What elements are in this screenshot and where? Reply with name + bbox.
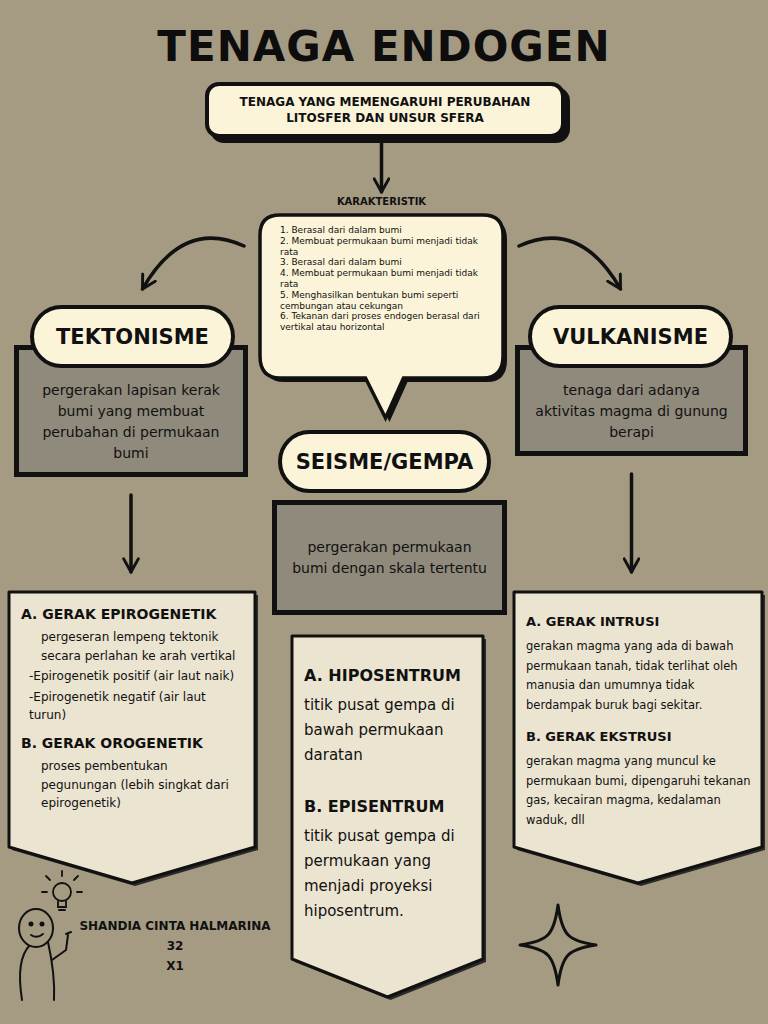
node-text: 6. Tekanan dari proses endogen berasal d… <box>280 311 485 333</box>
node-heading: A. HIPOSENTRUM <box>304 666 473 685</box>
arrow-connector <box>519 238 621 289</box>
node-text: titik pusat gempa di permukaan yang menj… <box>304 824 473 923</box>
node-heading: TEKTONISME <box>56 325 209 349</box>
node-heading: A. GERAK INTRUSI <box>526 614 752 629</box>
pentagon-shape <box>9 592 255 883</box>
node-text: 5. Menghasilkan bentukan bumi seperti ce… <box>280 290 485 312</box>
node-text: 4. Membuat permukaan bumi menjadi tidak … <box>280 268 485 290</box>
speech-bubble: KARAKTERISTIK 1. Berasal dari dalam bumi2… <box>258 196 505 378</box>
node-heading: VULKANISME <box>553 325 708 349</box>
author-label: 32 <box>75 939 275 953</box>
node-text: gerakan magma yang ada di bawah permukaa… <box>526 637 752 715</box>
detail-pentagon: A. HIPOSENTRUM titik pusat gempa di bawah… <box>290 634 485 999</box>
arrow-connector <box>129 495 133 572</box>
node-text: pergeseran lempeng tektonik secara perla… <box>21 628 245 665</box>
node-text: 3. Berasal dari dalam bumi <box>280 257 485 268</box>
bubble-shape <box>260 215 503 418</box>
description-box: pergerakan permukaan bumi dengan skala t… <box>272 500 507 615</box>
node-text: B. GERAK EKSTRUSI <box>526 729 752 744</box>
node-text: 1. Berasal dari dalam bumi <box>280 225 485 236</box>
heading-pill: SEISME/GEMPA <box>278 430 492 493</box>
stick-figure <box>19 909 71 1000</box>
node-text: B. GERAK OROGENETIK <box>21 735 245 751</box>
pentagon-shape <box>292 636 483 997</box>
node-heading: A. GERAK EPIROGENETIK <box>21 606 245 622</box>
arrow-connector <box>630 474 634 572</box>
diagram-title: TENAGA ENDOGEN <box>0 22 768 71</box>
author-label: SHANDIA CINTA HALMARINA <box>75 919 275 933</box>
node-text: tenaga dari adanya aktivitas magma di gu… <box>532 380 731 443</box>
star-ornament <box>520 905 596 985</box>
node-heading: SEISME/GEMPA <box>296 450 474 474</box>
heading-pill: VULKANISME <box>528 305 733 368</box>
node-text: -Epirogenetik negatif (air laut turun) <box>21 688 245 725</box>
node-text: 2. Membuat permukaan bumi menjadi tidak … <box>280 236 485 258</box>
lightbulb-icon <box>42 871 82 910</box>
bubble-body: 1. Berasal dari dalam bumi2. Membuat per… <box>258 213 505 378</box>
node-heading: KARAKTERISTIK <box>258 196 505 207</box>
node-text: pergerakan permukaan bumi dengan skala t… <box>289 537 490 579</box>
node-text: gerakan magma yang muncul ke permukaan b… <box>526 752 752 830</box>
node-text: titik pusat gempa di bawah permukaan dar… <box>304 693 473 767</box>
intro-box: TENAGA YANG MEMENGARUHI PERUBAHAN LITOSF… <box>205 82 565 138</box>
author-label: X1 <box>75 959 275 973</box>
detail-pentagon: A. GERAK INTRUSI gerakan magma yang ada d… <box>512 590 764 885</box>
node-text: pergerakan lapisan kerak bumi yang membu… <box>31 380 231 464</box>
detail-pentagon: A. GERAK EPIROGENETIK pergeseran lempeng … <box>7 590 257 885</box>
pentagon-outline <box>290 634 485 999</box>
node-heading: TENAGA YANG MEMENGARUHI PERUBAHAN LITOSF… <box>223 94 547 126</box>
node-text: B. EPISENTRUM <box>304 797 473 816</box>
node-text: proses pembentukan pegunungan (lebih sin… <box>21 757 245 813</box>
pentagon-shape <box>514 592 762 883</box>
node-text: -Epirogenetik positif (air laut naik) <box>21 667 245 686</box>
heading-pill: TEKTONISME <box>30 305 235 368</box>
arrow-connector <box>380 142 384 192</box>
arrow-connector <box>143 238 245 289</box>
